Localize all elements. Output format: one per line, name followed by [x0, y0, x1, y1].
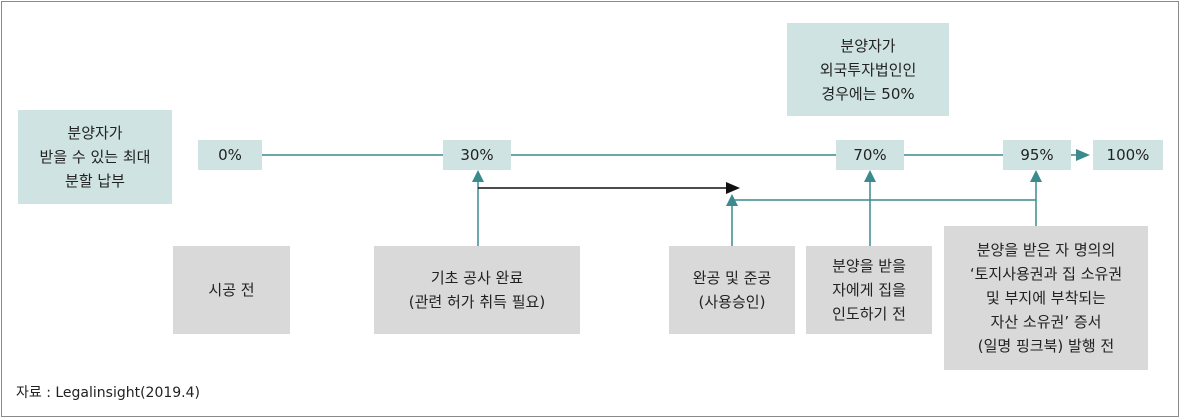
progress-arrowhead [726, 182, 740, 194]
source-caption: 자료 : Legalinsight(2019.4) [16, 385, 201, 401]
certificate-arrowhead [1030, 170, 1042, 182]
stage-before-pink-book: 분양을 받은 자 명의의 ‘토지사용권과 집 소유권 및 부지에 부착되는 자산… [944, 226, 1148, 370]
completion-arrowhead [726, 194, 738, 206]
stage-before-handover: 분양을 받을 자에게 집을 인도하기 전 [806, 246, 932, 334]
timeline-arrowhead [1076, 149, 1090, 161]
stage-foundation-complete: 기초 공사 완료 (관련 허가 취득 필요) [374, 246, 580, 334]
percent-30-box: 30% [443, 140, 511, 170]
stage-completion-approval: 완공 및 준공 (사용승인) [669, 246, 795, 334]
percent-100-box: 100% [1093, 140, 1163, 170]
handover-arrowhead [864, 170, 876, 182]
percent-70-box: 70% [836, 140, 904, 170]
foundation-arrowhead [472, 170, 484, 182]
foreign-investor-note: 분양자가 외국투자법인인 경우에는 50% [787, 23, 949, 116]
stage-before-construction: 시공 전 [173, 246, 290, 334]
percent-95-box: 95% [1003, 140, 1071, 170]
left-label-box: 분양자가 받을 수 있는 최대 분할 납부 [18, 110, 172, 204]
percent-0-box: 0% [198, 140, 262, 170]
